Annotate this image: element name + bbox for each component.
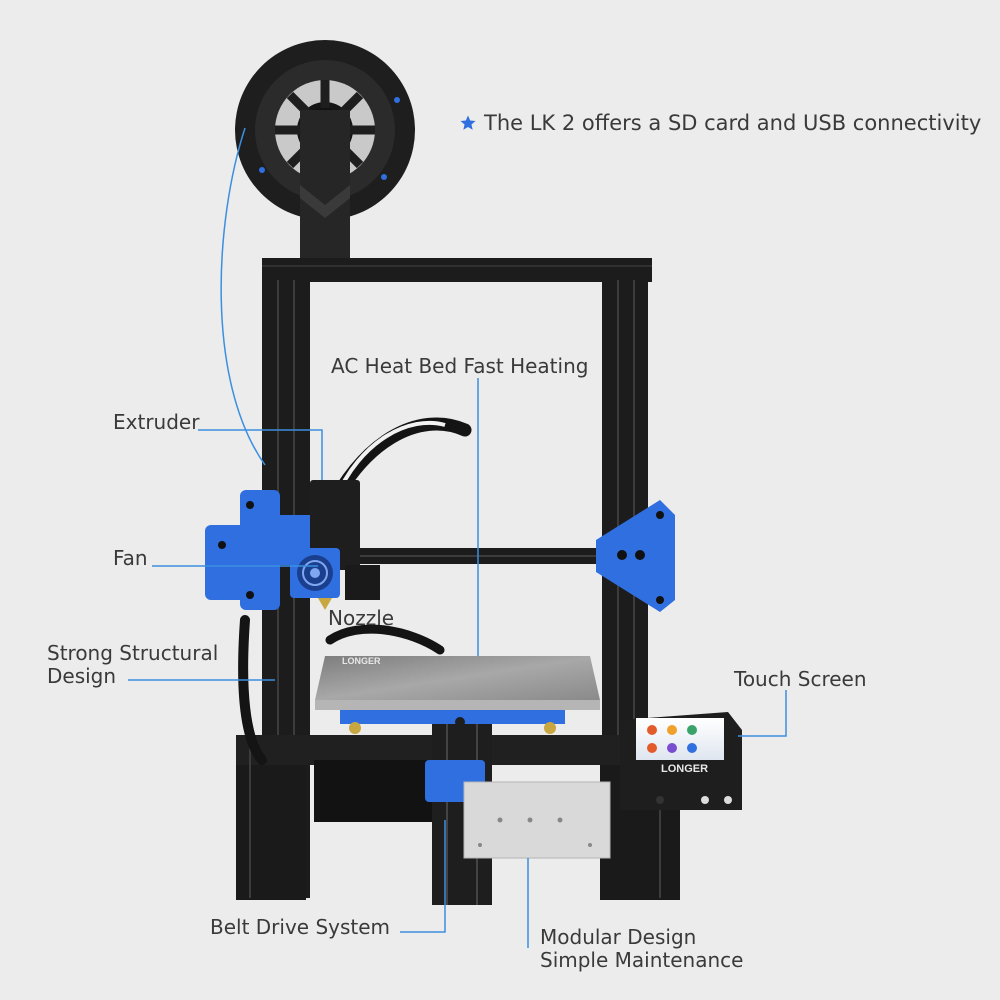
nozzle-tip bbox=[318, 598, 332, 610]
callout-nozzle: Nozzle bbox=[328, 606, 395, 630]
star-icon bbox=[460, 115, 476, 130]
mainboard-box bbox=[463, 781, 611, 859]
callout-fan: Fan bbox=[113, 546, 148, 570]
callout-heat-bed: AC Heat Bed Fast Heating bbox=[331, 354, 589, 378]
callout-touch-screen: Touch Screen bbox=[734, 667, 867, 691]
callout-belt-drive: Belt Drive System bbox=[210, 915, 391, 939]
spool-holder bbox=[300, 110, 350, 260]
feature-note-text: The LK 2 offers a SD card and USB connec… bbox=[484, 111, 982, 135]
frame-top-bar bbox=[262, 258, 652, 282]
callout-structural-line2: Design bbox=[47, 664, 117, 688]
callout-extruder: Extruder bbox=[113, 410, 200, 434]
x-axis-gantry bbox=[320, 548, 610, 564]
screen-logo: LONGER bbox=[661, 763, 708, 775]
callout-modular-line2: Simple Maintenance bbox=[540, 948, 744, 972]
callout-structural-line1: Strong Structural bbox=[47, 641, 219, 665]
callout-lines bbox=[128, 127, 787, 948]
x-end-bracket bbox=[596, 500, 675, 612]
touch-screen-unit bbox=[620, 712, 742, 810]
callout-modular: Modular Design Simple Maintenance bbox=[540, 926, 743, 972]
bed-logo: LONGER bbox=[342, 656, 381, 666]
callout-modular-line1: Modular Design bbox=[540, 925, 697, 949]
callout-structural: Strong Structural Design bbox=[47, 642, 218, 688]
fan bbox=[290, 548, 340, 598]
heat-bed bbox=[315, 656, 600, 734]
